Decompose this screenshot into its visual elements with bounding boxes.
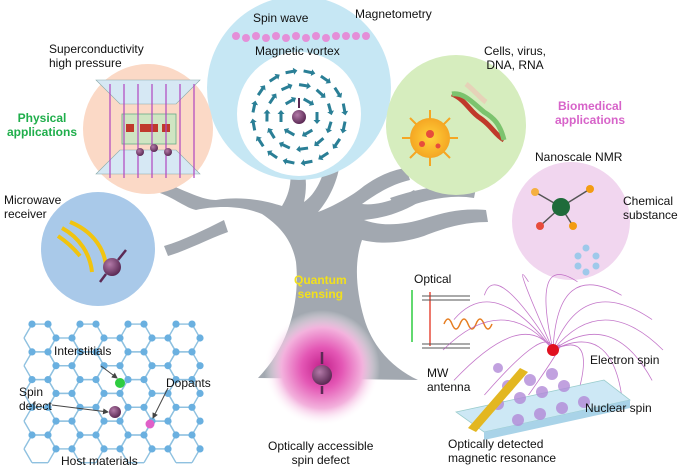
dopant-atom xyxy=(145,419,155,429)
superconductivity-circle xyxy=(83,64,213,194)
virus-icon xyxy=(402,110,458,166)
interstitial-atom xyxy=(115,378,125,388)
label-physical-applications: Physical applications xyxy=(7,111,78,139)
label-interstitials: Interstitials xyxy=(54,344,112,358)
label-cells-virus: Cells, virus, DNA, RNA xyxy=(484,44,547,72)
label-superconductivity: Superconductivity high pressure xyxy=(49,42,144,70)
microwave-receiver-circle xyxy=(41,192,155,306)
tree-branch-left xyxy=(164,220,228,256)
label-nuclear-spin: Nuclear spin xyxy=(585,401,652,415)
magnetic-vortex-circle xyxy=(207,0,391,180)
spin-wave-chain xyxy=(232,32,370,42)
label-quantum-sensing: Quantum sensing xyxy=(294,273,347,301)
cells-dna-circle xyxy=(386,55,526,195)
chemical-substance-circle xyxy=(512,162,630,280)
label-magnetic-vortex: Magnetic vortex xyxy=(255,44,340,58)
label-host-materials: Host materials xyxy=(61,454,138,468)
odmr-diagram xyxy=(442,274,664,440)
electron-spin xyxy=(547,344,559,356)
dna-helix-icon xyxy=(450,82,507,143)
optically-accessible-spin-defect xyxy=(264,310,380,426)
vortex-spin-arrows xyxy=(249,67,349,167)
label-mw-antenna: MW antenna xyxy=(427,366,471,394)
vortex-core-spin xyxy=(292,110,306,124)
label-odmr: Optically detected magnetic resonance xyxy=(448,437,557,465)
spin-defect-atom xyxy=(109,406,121,418)
label-biomedical-applications: Biomedical applications xyxy=(555,99,626,127)
label-optically-accessible: Optically accessible spin defect xyxy=(268,439,374,467)
label-spin-wave: Spin wave xyxy=(253,11,309,25)
label-dopants: Dopants xyxy=(166,376,211,390)
optical-level-diagram xyxy=(411,290,493,349)
mw-antenna xyxy=(468,368,528,432)
label-nanoscale-nmr: Nanoscale NMR xyxy=(535,150,623,164)
tree xyxy=(160,146,488,380)
label-optical: Optical xyxy=(414,272,452,286)
label-spin-defect: Spin defect xyxy=(19,385,52,413)
host-lattice xyxy=(23,320,204,464)
label-chemical-substance: Chemical substance xyxy=(623,194,678,222)
label-microwave-receiver: Microwave receiver xyxy=(4,193,62,221)
label-magnetometry: Magnetometry xyxy=(355,7,432,21)
label-electron-spin: Electron spin xyxy=(590,353,660,367)
molecule-ring-icon xyxy=(574,244,600,276)
